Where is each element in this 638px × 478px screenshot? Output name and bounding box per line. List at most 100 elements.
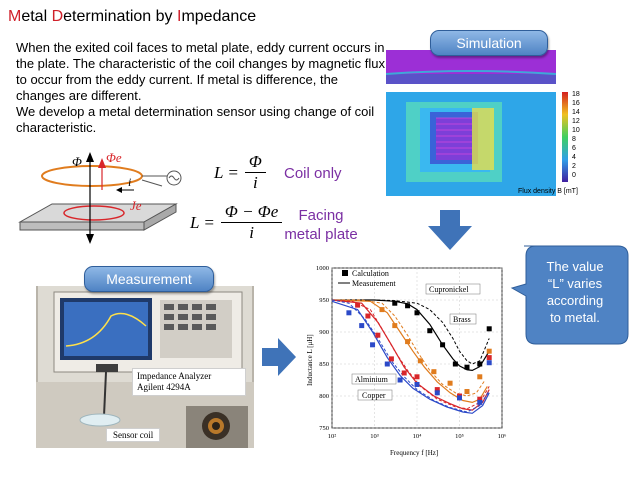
calc-line-alminium <box>331 299 490 410</box>
series-label-copper: Copper <box>362 391 386 400</box>
data-point-copper <box>384 361 390 367</box>
formula-denominator: i <box>252 173 258 192</box>
data-point-alminium <box>401 370 407 376</box>
formula-fraction: Φ i <box>244 152 266 193</box>
arrow-right-icon <box>262 338 296 376</box>
legend-measurement: Measurement <box>352 279 396 288</box>
x-tick-label: 10² <box>328 433 337 440</box>
colorbar-tick: 16 <box>572 100 580 107</box>
series-label-alminium: Alminium <box>355 375 389 384</box>
description: When the exited coil faces to metal plat… <box>16 40 388 136</box>
data-point-brass <box>417 358 423 364</box>
phi-e-label: Φe <box>106 150 122 165</box>
data-point-alminium <box>375 332 381 338</box>
calc-line-brass <box>332 299 486 397</box>
data-point-copper <box>346 310 352 316</box>
analyzer-illustration <box>36 286 254 448</box>
analyzer-label: Impedance Analyzer Agilent 4294A <box>132 368 246 396</box>
chart-xlabel: Frequency f [Hz] <box>390 449 438 457</box>
x-tick-label: 10⁶ <box>498 433 507 440</box>
title-part: M <box>8 8 22 25</box>
x-tick-label: 10⁴ <box>413 433 423 440</box>
inductance-chart: 10² 10³ 10⁴ 10⁵ 10⁶ 750 800 850 900 950 1000 Calcu… <box>306 265 507 457</box>
colorbar <box>562 92 568 182</box>
analyzer-label-line2: Agilent 4294A <box>137 382 191 392</box>
callout-bubble <box>510 245 629 345</box>
data-point-copper <box>457 395 462 401</box>
facing-plate-label: Facing metal plate <box>276 206 366 244</box>
data-point-copper <box>434 390 440 396</box>
data-point-alminium <box>414 374 420 380</box>
title-part: D <box>51 8 64 25</box>
data-point-cupronickel <box>392 300 398 306</box>
callout-line1: The value <box>546 259 604 274</box>
data-point-brass <box>405 339 411 345</box>
description-paragraph-2: We develop a metal determination sensor … <box>16 104 375 135</box>
data-point-brass <box>392 323 398 329</box>
x-tick-label: 10³ <box>370 433 379 440</box>
formula-numerator: Φ <box>244 152 266 173</box>
arrow-down-icon <box>428 210 472 250</box>
chart-ylabel: Inductance L [μH] <box>306 334 314 386</box>
measurement-photo: Impedance Analyzer Agilent 4294A Sensor … <box>36 286 254 448</box>
data-point-cupronickel <box>405 303 411 309</box>
y-tick-label: 900 <box>319 329 329 336</box>
facing-label-line2: metal plate <box>284 226 358 243</box>
legend-calculation: Calculation <box>352 269 389 278</box>
data-point-brass <box>431 369 437 375</box>
colorbar-tick: 8 <box>572 136 576 143</box>
formula-lhs: L = <box>214 162 239 182</box>
data-point-alminium <box>486 355 492 361</box>
simulation-label: Simulation <box>430 30 548 56</box>
data-point-copper <box>359 323 365 329</box>
colorbar-tick: 12 <box>572 118 580 125</box>
title-part: mpedance <box>181 8 257 25</box>
data-point-cupronickel <box>486 326 492 332</box>
eddy-current-label: Je <box>130 198 142 213</box>
y-tick-label: 750 <box>319 425 329 432</box>
data-point-cupronickel <box>452 361 458 367</box>
x-tick-label: 10⁵ <box>455 433 464 440</box>
chart-legend: Calculation Measurement <box>338 269 396 288</box>
colorbar-tick: 18 <box>572 91 580 98</box>
y-tick-label: 800 <box>319 393 329 400</box>
y-tick-label: 950 <box>319 297 329 304</box>
y-tick-label: 1000 <box>316 265 329 272</box>
colorbar-tick: 10 <box>572 127 580 134</box>
formula-lhs: L = <box>190 212 215 232</box>
data-point-brass <box>464 389 470 395</box>
current-label: i <box>128 175 131 189</box>
data-point-copper <box>397 377 403 383</box>
data-point-alminium <box>434 387 440 393</box>
data-point-brass <box>447 380 453 386</box>
phi-label: Φ <box>72 154 82 169</box>
colorbar-tick: 6 <box>572 145 576 152</box>
y-tick-label: 850 <box>319 361 329 368</box>
data-point-cupronickel <box>477 361 483 367</box>
data-point-copper <box>414 381 420 387</box>
formula-numerator: Φ − Φe <box>220 202 283 223</box>
data-point-cupronickel <box>427 328 433 334</box>
colorbar-tick: 4 <box>572 154 576 161</box>
sensor-coil-label: Sensor coil <box>106 428 161 442</box>
measurement-label: Measurement <box>84 266 214 292</box>
data-point-brass <box>379 307 385 313</box>
formula-coil-only: L = Φ i <box>214 152 266 193</box>
callout-line4: to metal. <box>550 310 600 325</box>
data-point-copper <box>370 342 376 348</box>
colorbar-tick: 14 <box>572 109 580 116</box>
simulation-image: 18 16 14 12 10 8 6 4 2 0 Flux density B … <box>386 48 610 196</box>
data-point-brass <box>477 374 483 380</box>
colorbar-caption: Flux density B [mT] <box>518 188 578 195</box>
callout-text: The value “L” varies according to metal. <box>530 258 620 326</box>
data-point-alminium <box>365 313 371 319</box>
data-point-alminium <box>477 396 483 402</box>
coil-only-label: Coil only <box>284 165 342 182</box>
series-label-brass: Brass <box>453 315 471 324</box>
formula-denominator: i <box>249 223 254 242</box>
legend-marker-calculation <box>342 270 348 276</box>
formula-facing-plate: L = Φ − Φe i <box>190 202 283 243</box>
data-point-cupronickel <box>464 364 470 370</box>
page-title: Metal Determination by Impedance <box>8 8 256 26</box>
meas-line-copper <box>331 300 490 414</box>
